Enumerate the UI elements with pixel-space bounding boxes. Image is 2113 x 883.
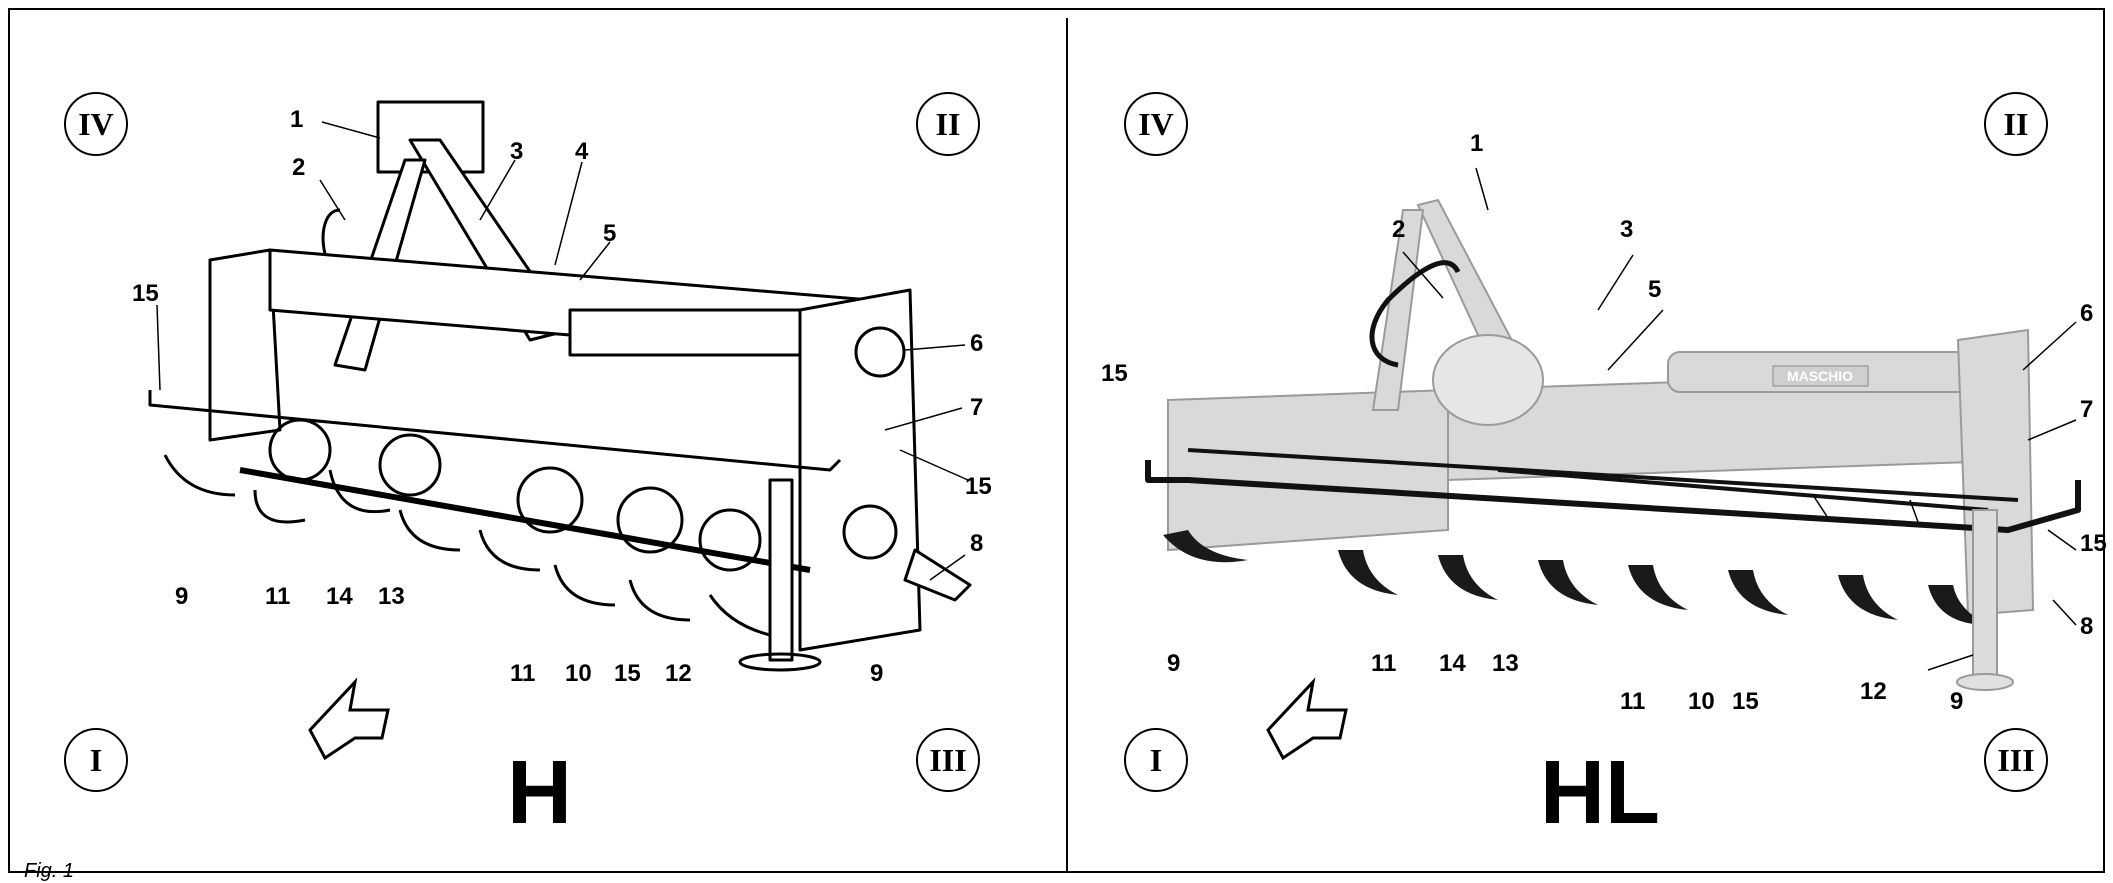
hl-callout-11: 11 <box>1371 650 1397 677</box>
rotor-flanges <box>268 418 762 572</box>
quadrant-label-top-right: II <box>916 92 980 156</box>
side-gear-case <box>798 288 922 652</box>
hl-callout-8: 8 <box>2080 613 2094 640</box>
hl-callout-13: 13 <box>1492 650 1519 677</box>
hl-callout-leaders <box>1402 167 2077 671</box>
parking-stand <box>768 478 794 662</box>
callout-2: 2 <box>292 154 306 181</box>
hl-brand-plate <box>1772 365 1869 387</box>
callout-leaders <box>156 121 969 581</box>
rotary-tiller-h-line-drawing <box>148 100 972 761</box>
hl-callout-7: 7 <box>2080 396 2094 423</box>
hl-front-rail <box>1145 460 2081 533</box>
quadrant-label-top-left: IV <box>64 92 128 156</box>
callout-10: 10 <box>565 660 592 687</box>
hl-callout-15-right: 15 <box>2080 530 2107 557</box>
hl-callout-15-bottom: 15 <box>1732 688 1759 715</box>
callout-7: 7 <box>970 394 984 421</box>
callout-11-center: 11 <box>510 660 536 687</box>
tiller-blades <box>163 454 771 637</box>
figure-caption: Fig. 1 <box>24 860 75 882</box>
callout-13: 13 <box>378 583 405 610</box>
hl-tiller-blades <box>1163 530 1988 625</box>
model-title-h: H <box>507 743 572 843</box>
hl-callout-1: 1 <box>1470 130 1484 157</box>
callout-9-right: 9 <box>870 660 884 687</box>
panel-h: IV II I III 1 2 3 4 5 15 6 7 15 8 9 11 1… <box>10 10 1066 882</box>
front-rail <box>148 390 842 472</box>
hl-stand-foot <box>1956 673 2014 691</box>
callout-9-left: 9 <box>175 583 189 610</box>
stand-foot <box>738 652 822 672</box>
quadrant-label-bottom-right: III <box>916 728 980 792</box>
callout-4: 4 <box>575 138 589 165</box>
hl-quadrant-label-bottom-right: III <box>1984 728 2048 792</box>
callout-3: 3 <box>510 138 524 165</box>
callout-15-bottom: 15 <box>614 660 641 687</box>
hl-callout-10: 10 <box>1688 688 1715 715</box>
callout-1: 1 <box>290 106 304 133</box>
callout-6: 6 <box>970 330 984 357</box>
hl-brand-text: MASCHIO <box>1787 368 1853 384</box>
travel-direction-arrow <box>308 677 390 761</box>
hl-quadrant-label-top-right: II <box>1984 92 2048 156</box>
hl-callout-9-right: 9 <box>1950 688 1964 715</box>
hl-parking-stand <box>1972 509 1998 681</box>
hl-callout-14: 14 <box>1439 650 1466 677</box>
callout-14: 14 <box>326 583 353 610</box>
hl-callout-9-left: 9 <box>1167 650 1181 677</box>
hl-travel-direction-arrow <box>1266 677 1348 761</box>
hl-quadrant-label-bottom-left: I <box>1124 728 1188 792</box>
callout-11: 11 <box>265 583 291 610</box>
rotary-tiller-hl-photo-render: MASCHIO <box>1145 167 2081 761</box>
hl-callout-12: 12 <box>1860 678 1887 705</box>
hl-callout-2: 2 <box>1392 216 1406 243</box>
hl-callout-11-center: 11 <box>1620 688 1646 715</box>
hl-callout-3: 3 <box>1620 216 1634 243</box>
callout-15-left: 15 <box>132 280 159 307</box>
hl-support-hook <box>1369 260 1461 368</box>
hl-callout-6: 6 <box>2080 300 2094 327</box>
model-title-hl: HL <box>1540 743 1660 843</box>
hl-left-housing <box>1167 388 1449 552</box>
gear-case-bearing-bottom <box>842 504 898 560</box>
quadrant-label-bottom-left: I <box>64 728 128 792</box>
hl-drive-cover <box>1432 334 1544 426</box>
panel-hl: MASCHIO <box>1068 10 2107 871</box>
left-side-plate <box>208 248 282 442</box>
callout-8: 8 <box>970 530 984 557</box>
callout-12: 12 <box>665 660 692 687</box>
top-hitch-plate <box>376 100 485 174</box>
hl-quadrant-label-top-left: IV <box>1124 92 1188 156</box>
callout-15-right: 15 <box>965 473 992 500</box>
panel-divider <box>1066 18 1068 873</box>
gear-case-bearing-top <box>854 326 906 378</box>
hl-callout-5: 5 <box>1648 276 1662 303</box>
hl-callout-15-left: 15 <box>1101 360 1128 387</box>
callout-5: 5 <box>603 220 617 247</box>
figure-frame <box>8 8 2105 873</box>
